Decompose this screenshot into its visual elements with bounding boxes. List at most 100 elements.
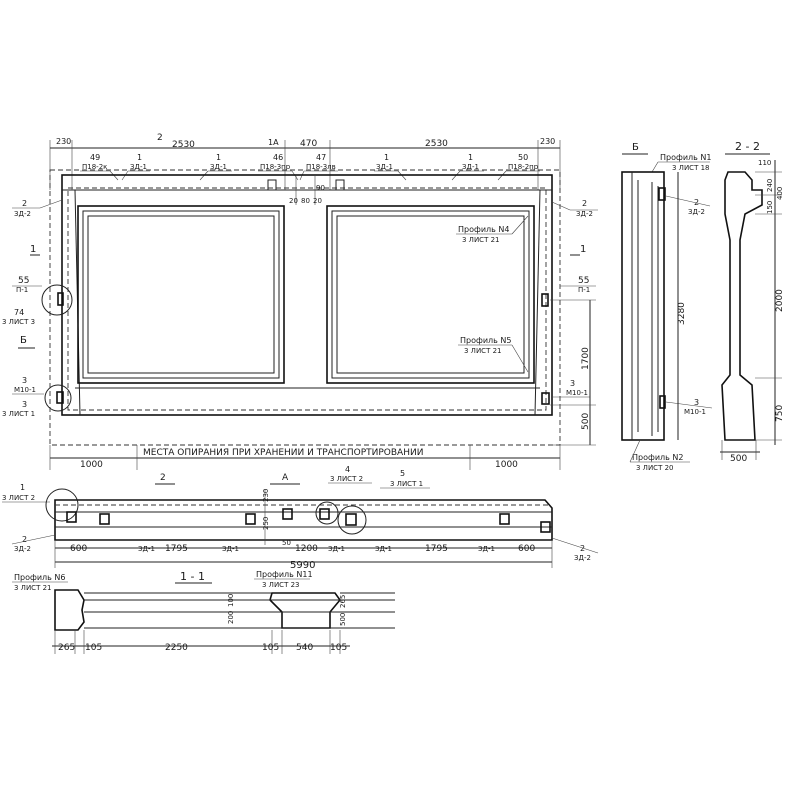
callout-num: 1 bbox=[468, 153, 473, 162]
dim-90: 90 bbox=[316, 184, 325, 192]
sec22-dim-110: 110 bbox=[758, 159, 771, 167]
section-1-left-label: 1 bbox=[30, 244, 36, 255]
dim-230-left: 230 bbox=[56, 137, 71, 146]
dim-500: 500 bbox=[581, 413, 591, 430]
profile-1-title: Профиль N1 bbox=[660, 153, 711, 162]
plan-dim-50: 50 bbox=[282, 539, 291, 547]
callout-code: ЗД-1 bbox=[210, 163, 227, 171]
panel-outer-dashed bbox=[49, 169, 561, 446]
side-mark-3-code: М10-1 bbox=[684, 408, 706, 416]
mark-num: 2 bbox=[22, 199, 27, 208]
support-note: МЕСТА ОПИРАНИЯ ПРИ ХРАНЕНИИ И ТРАНСПОРТИ… bbox=[143, 448, 423, 458]
profile-5-sheet: 3 ЛИСТ 21 bbox=[464, 347, 501, 355]
profile-1-sheet: 3 ЛИСТ 18 bbox=[672, 164, 709, 172]
callout-code: ЗД-1 bbox=[376, 163, 393, 171]
sec11-dim-265: 265 bbox=[339, 595, 347, 608]
sec11-dim-100: 100 bbox=[227, 594, 235, 607]
plan-label-4-sheet: 3 ЛИСТ 2 bbox=[330, 475, 363, 483]
callout-code: ЗД-1 bbox=[462, 163, 479, 171]
plan-left-mark-code: ЗД-2 bbox=[14, 545, 31, 553]
dim-1000-right: 1000 bbox=[495, 460, 518, 470]
mark-3-code: М10-1 bbox=[14, 386, 36, 394]
dim-230-right: 230 bbox=[540, 137, 555, 146]
profile-6-title: Профиль N6 bbox=[14, 573, 65, 582]
profile-5-title: Профиль N5 bbox=[460, 336, 511, 345]
mark-55-code: П-1 bbox=[16, 286, 28, 294]
plan-right-mark-code: ЗД-2 bbox=[574, 554, 591, 562]
mark-code: ЗД-2 bbox=[14, 210, 31, 218]
plan-outline bbox=[54, 499, 553, 541]
top-callouts: 49 П18-2к 1 ЗД-1 1 ЗД-1 46 П18-3пр 47 П1… bbox=[80, 153, 540, 181]
profile-6-sheet: 3 ЛИСТ 21 bbox=[14, 584, 51, 592]
dim-1700: 1700 bbox=[581, 347, 591, 370]
plan-code-2: ЗД-1 bbox=[222, 545, 239, 553]
callout-code: П18-2к bbox=[82, 163, 107, 171]
callout-num: 49 bbox=[90, 153, 100, 162]
right-marks: 2 ЗД-2 1 55 П-1 3 М10-1 bbox=[541, 199, 598, 405]
mark-3-code: М10-1 bbox=[566, 389, 588, 397]
front-elevation: 230 2 2530 1А 470 2530 230 49 П18-2к 1 З… bbox=[2, 133, 598, 470]
dim-20-b: 20 bbox=[313, 197, 322, 205]
sec11-dim-2250: 2250 bbox=[165, 643, 188, 653]
dim-2530-right: 2530 bbox=[425, 139, 448, 149]
callout-num: 1 bbox=[216, 153, 221, 162]
profile-11-sheet: 3 ЛИСТ 23 bbox=[262, 581, 299, 589]
sec22-dim-150: 150 bbox=[766, 201, 774, 214]
section-1-1-mid-profile bbox=[269, 592, 342, 629]
plan-total-dim: 5990 bbox=[290, 560, 315, 571]
section-1-1-left-profile bbox=[54, 589, 85, 631]
callout-num: 47 bbox=[316, 153, 326, 162]
sec22-dim-240: 240 bbox=[766, 179, 774, 192]
mark-55-code: П-1 bbox=[578, 286, 590, 294]
profile-2-sheet: 3 ЛИСТ 20 bbox=[636, 464, 673, 472]
sec11-dim-200: 200 bbox=[227, 611, 235, 624]
plan-code-4: ЗД-1 bbox=[375, 545, 392, 553]
detail-circle-55 bbox=[41, 284, 73, 316]
callout-code: П18-2пр bbox=[508, 163, 539, 171]
profile-4-sheet: 3 ЛИСТ 21 bbox=[462, 236, 499, 244]
sec22-dim-2000: 2000 bbox=[775, 289, 785, 312]
plan-dim-1200: 1200 bbox=[295, 544, 318, 554]
profile-4-callout: Профиль N4 3 ЛИСТ 21 bbox=[456, 215, 529, 244]
plan-dim-600-left: 600 bbox=[70, 544, 87, 554]
callout-code: ЗД-1 bbox=[130, 163, 147, 171]
mark-code: ЗД-2 bbox=[576, 210, 593, 218]
mark-3-num: 3 bbox=[570, 379, 575, 388]
sec11-dim-105-a: 105 bbox=[85, 643, 102, 653]
section-1-1-title: 1 - 1 bbox=[180, 570, 205, 583]
plan-label-1-sheet: 3 ЛИСТ 2 bbox=[2, 494, 35, 502]
view-b-label: Б bbox=[20, 335, 27, 346]
dim-470: 470 bbox=[300, 139, 317, 149]
mark-3-sheet-num: 3 bbox=[22, 400, 27, 409]
side-view-label: Б bbox=[632, 142, 639, 153]
side-view-b: Б Профиль N1 3 ЛИСТ 18 2 ЗД-2 3 М10-1 32… bbox=[621, 142, 713, 472]
side-mark-2-code: ЗД-2 bbox=[688, 208, 705, 216]
mark-74-num: 74 bbox=[14, 308, 24, 317]
mark-55-num: 55 bbox=[578, 276, 589, 286]
plan-code-5: ЗД-1 bbox=[478, 545, 495, 553]
sec11-dim-265-b: 265 bbox=[58, 643, 75, 653]
callout-code: П18-3пр bbox=[260, 163, 291, 171]
section-2-2-profile bbox=[721, 171, 763, 441]
dim-80: 80 bbox=[301, 197, 310, 205]
plan-left-mark-num: 2 bbox=[22, 535, 27, 544]
mark-3-sheet: 3 ЛИСТ 1 bbox=[2, 410, 35, 418]
side-view-outline bbox=[621, 171, 665, 441]
plan-label-1: 1 bbox=[20, 483, 25, 492]
mark-3-num: 3 bbox=[22, 376, 27, 385]
plan-view: 2 А 4 3 ЛИСТ 2 5 3 ЛИСТ 1 1 3 ЛИСТ 2 230… bbox=[2, 465, 599, 571]
panel-inner-dashed bbox=[67, 187, 547, 411]
section-1-right-label: 1 bbox=[580, 244, 586, 255]
section-2-label-top: 2 bbox=[157, 133, 163, 143]
sec22-width-500: 500 bbox=[730, 454, 747, 464]
sec11-dim-105-c: 105 bbox=[330, 643, 347, 653]
section-2-2-title: 2 - 2 bbox=[735, 140, 760, 153]
plan-dim-1795-left: 1795 bbox=[165, 544, 188, 554]
sec22-dim-750: 750 bbox=[775, 405, 785, 422]
plan-label-5: 5 bbox=[400, 469, 405, 478]
side-mark-2-num: 2 bbox=[694, 198, 699, 207]
callout-num: 1 bbox=[384, 153, 389, 162]
sec22-dim-400: 400 bbox=[776, 187, 784, 200]
profile-4-title: Профиль N4 bbox=[458, 225, 509, 234]
